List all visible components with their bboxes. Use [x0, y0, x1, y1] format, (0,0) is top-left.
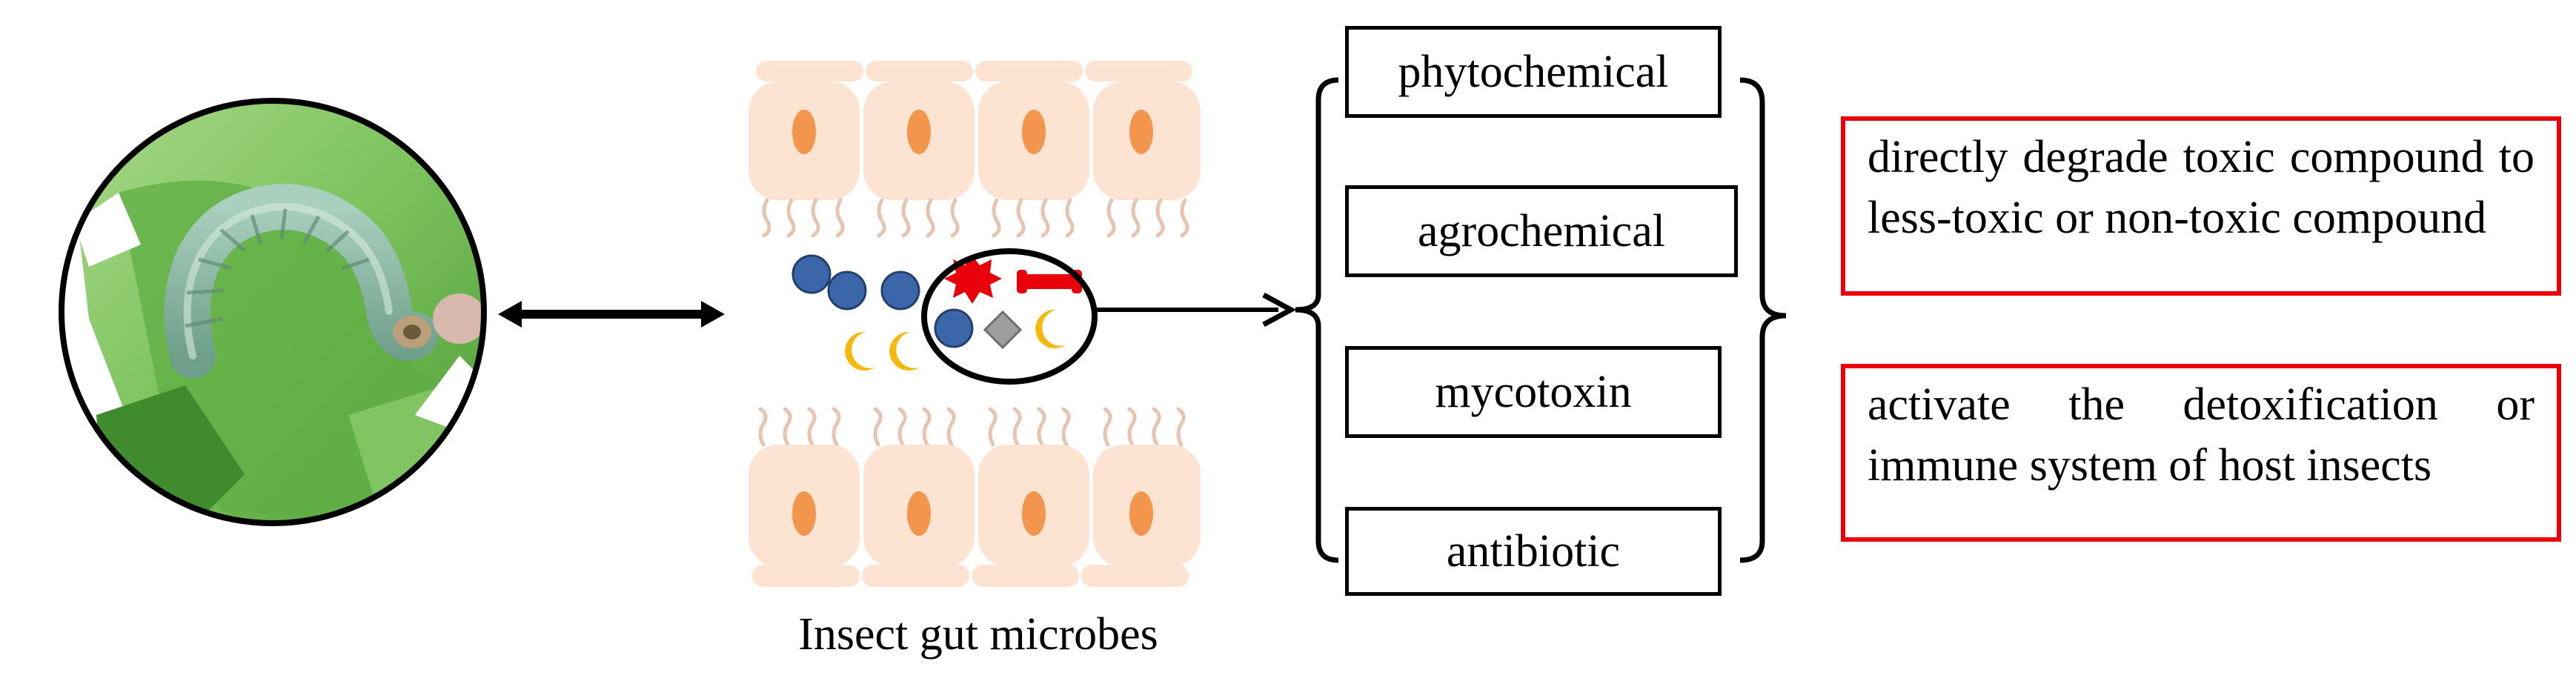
caterpillar-photo	[59, 98, 487, 526]
gut-epithelium-bottom	[748, 407, 1201, 587]
double-arrow	[498, 301, 725, 328]
blue-microbe-cluster	[791, 254, 974, 348]
activate-effect-box: activate the detoxification or immune sy…	[1841, 364, 2561, 542]
gut-microbes	[791, 248, 1098, 385]
gut-microbes-caption: Insect gut microbes	[798, 609, 1158, 660]
mycotoxin-box: mycotoxin	[1345, 346, 1722, 438]
antibiotic-box: antibiotic	[1345, 507, 1722, 596]
yellow-microbe-cluster	[845, 309, 1065, 371]
arrow-to-compounds	[1095, 292, 1297, 328]
toxin-molecules	[944, 256, 1082, 350]
microbe-zoom-circle	[921, 248, 1098, 385]
right-brace	[1739, 77, 1787, 563]
phytochemical-box: phytochemical	[1345, 26, 1722, 118]
photo-frame	[59, 98, 487, 526]
gut-epithelium-top	[748, 61, 1201, 238]
left-brace	[1295, 77, 1339, 563]
cell-nucleus	[792, 110, 1153, 154]
degrade-effect-box: directly degrade toxic compound to less-…	[1841, 116, 2561, 296]
agrochemical-box: agrochemical	[1345, 185, 1738, 277]
